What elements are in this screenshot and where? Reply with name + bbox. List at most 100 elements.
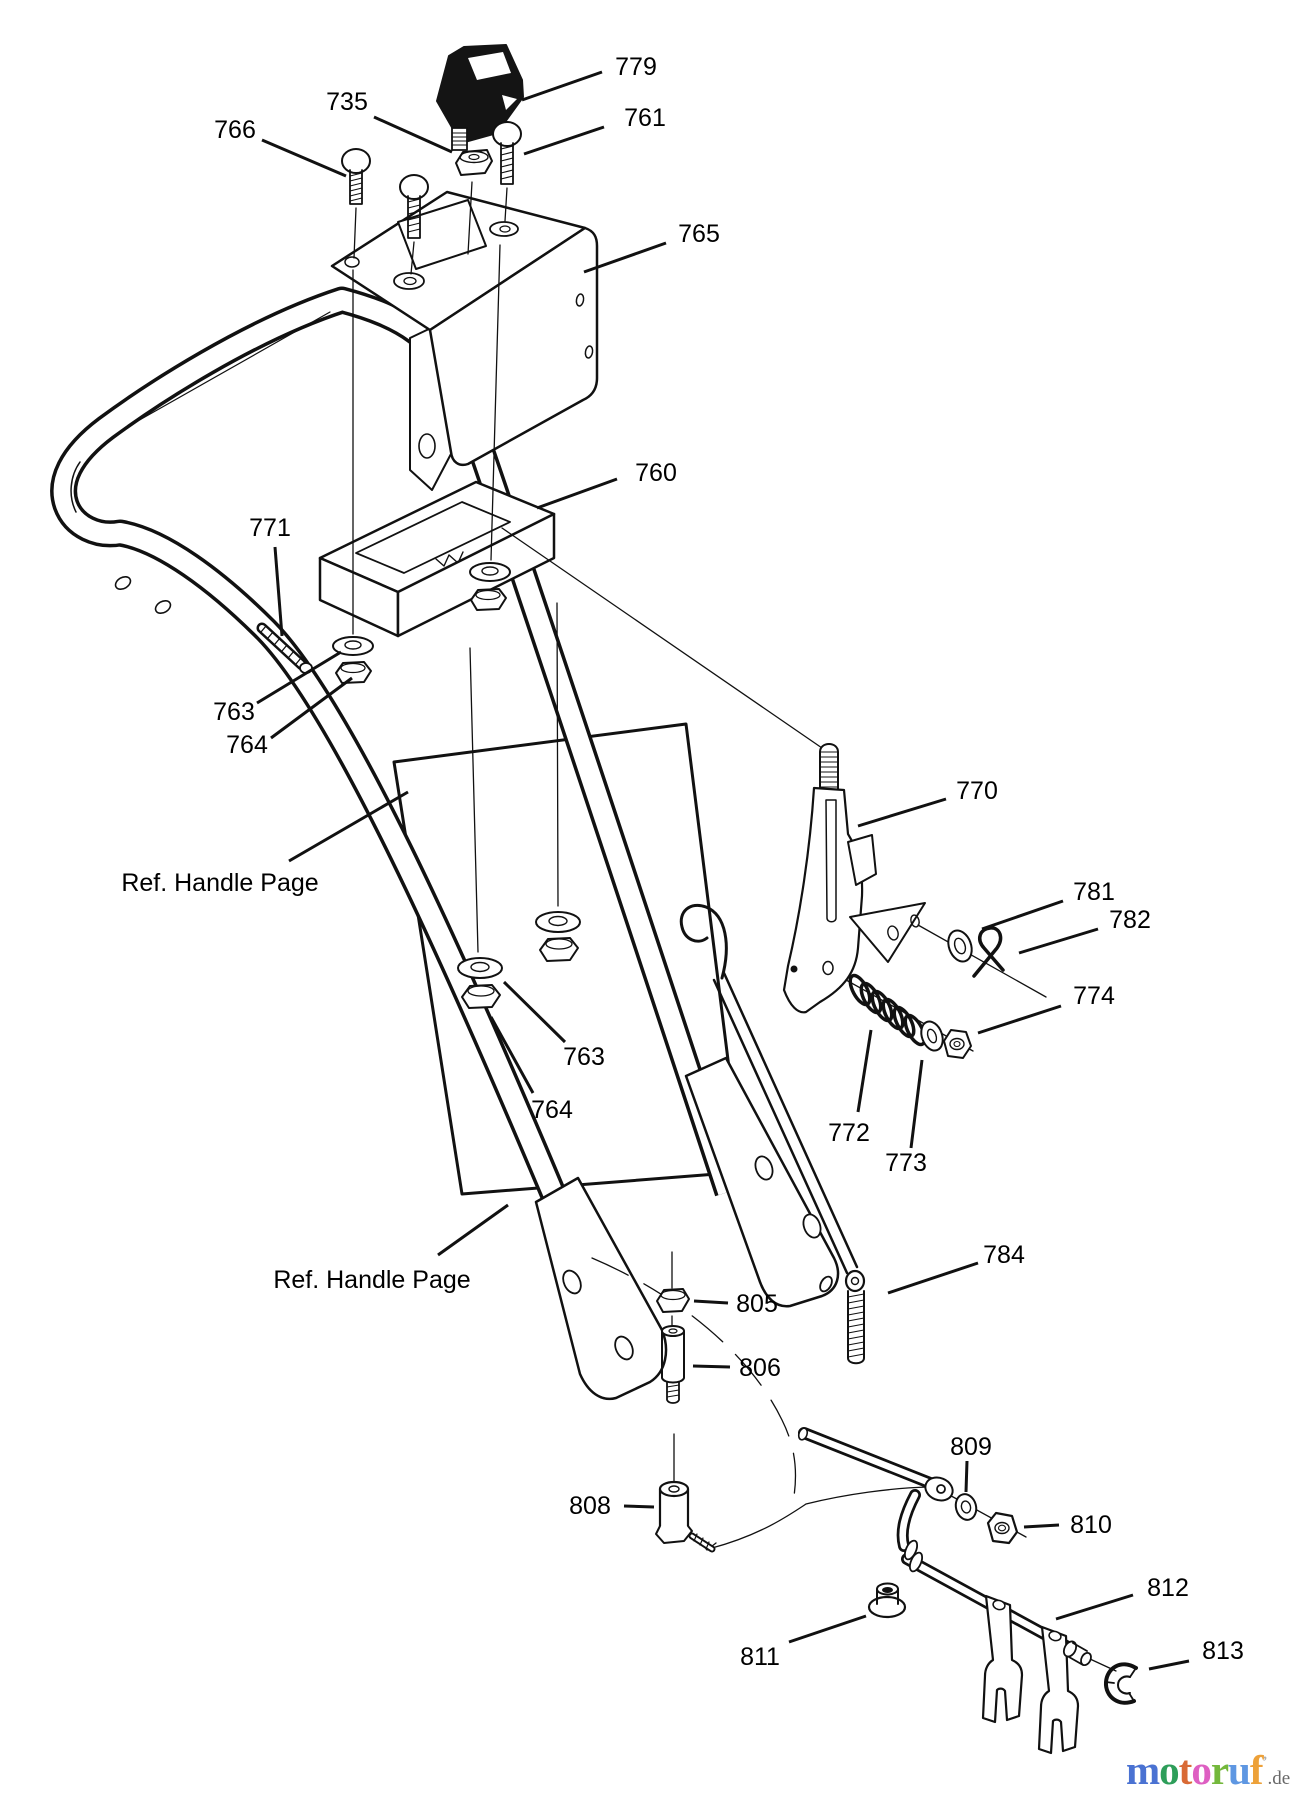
ref-note-ref1: Ref. Handle Page [121,868,319,897]
leader-812 [1055,1593,1134,1621]
washer-763-upper-right [469,562,511,582]
leader-774 [977,1004,1062,1035]
logo-letter: f [1249,1747,1264,1793]
hex-nut-735 [455,149,493,176]
handle-end-plate-near [534,1176,668,1401]
leader-771 [273,546,284,637]
leader-810 [1023,1523,1060,1529]
leader-781 [981,899,1064,931]
leader-779 [521,70,603,102]
leader-ref2 [437,1203,509,1257]
washer-773 [920,1020,944,1052]
leader-760 [536,477,618,510]
carriage-bolt-761 [489,121,522,237]
hex-nut-805 [656,1288,690,1313]
washer-763-lower-left [457,957,503,979]
logo-suffix: .de [1267,1768,1291,1789]
leader-763a [256,650,342,705]
part-label-813: 813 [1202,1636,1244,1665]
lever-bracket-770 [782,743,926,1014]
control-rod-784 [679,903,866,1365]
part-label-771: 771 [249,513,291,542]
part-label-766: 766 [214,115,256,144]
part-label-811: 811 [740,1642,780,1671]
rod-stub-end [1062,1640,1092,1667]
part-label-779: 779 [615,52,657,81]
leader-735 [373,115,453,154]
leader-763b [502,980,567,1044]
spring-772 [848,973,927,1047]
motoruf-watermark-logo: motoruf’.de [1126,1750,1290,1791]
logo-letter: u [1228,1747,1251,1793]
assembly-axis-lines [352,181,1117,1672]
nut-764-lower-left [461,984,501,1009]
part-label-770: 770 [956,776,998,805]
leader-806 [692,1364,731,1369]
flange-bushing-811 [867,1582,907,1619]
leader-765 [583,241,667,274]
cotter-pin-782 [972,926,1005,978]
nut-764-lower-right [539,937,579,962]
part-label-764a: 764 [226,730,268,759]
ref-note-ref2: Ref. Handle Page [273,1265,471,1294]
logo-letter: r [1210,1747,1229,1793]
leader-813 [1148,1659,1190,1671]
part-label-735: 735 [326,87,368,116]
part-label-763b: 763 [563,1042,605,1071]
logo-letter: m [1126,1747,1160,1793]
part-label-763a: 763 [213,697,255,726]
part-label-761: 761 [624,103,666,132]
part-label-782: 782 [1109,905,1151,934]
leader-772 [856,1029,873,1113]
spacer-806 [661,1325,685,1404]
part-label-764b: 764 [531,1095,573,1124]
leader-764b [489,1016,535,1094]
part-label-810: 810 [1070,1510,1112,1539]
handle-end-plate-far [684,1056,840,1308]
part-label-765: 765 [678,219,720,248]
carriage-bolt-766b [399,174,429,239]
part-label-772: 772 [828,1118,870,1147]
logo-letter: o [1191,1747,1211,1793]
washer-763-lower-right [535,911,581,933]
part-label-809: 809 [950,1432,992,1461]
leader-808 [623,1504,655,1509]
leader-784 [887,1261,979,1295]
leader-ref1 [288,790,409,863]
washer-763-upper-left [332,636,374,656]
fork-bracket-left [981,1594,1024,1724]
nut-764-upper-left [335,661,372,684]
part-label-781: 781 [1073,877,1115,906]
leader-766 [261,138,347,178]
part-label-774: 774 [1073,981,1115,1010]
part-label-784: 784 [983,1240,1025,1269]
part-label-812: 812 [1147,1573,1189,1602]
console-bracket-765 [330,190,599,467]
part-label-773: 773 [885,1148,927,1177]
leader-764a [270,676,353,740]
leader-805 [693,1299,729,1305]
carriage-bolt-766 [341,148,371,205]
switch-key-knob-779 [436,44,524,151]
fork-bracket-right [1037,1625,1080,1755]
hex-nut-810 [986,1511,1019,1545]
leader-809 [964,1460,969,1493]
nut-764-upper-right [470,588,507,611]
logo-letter: t [1178,1747,1193,1793]
leader-770 [857,797,947,828]
leader-782 [1018,927,1099,955]
washer-781 [947,929,973,963]
part-label-805: 805 [736,1289,778,1318]
lock-nut-774 [943,1029,972,1059]
part-label-808: 808 [569,1491,611,1520]
washer-809 [954,1493,978,1521]
leader-773 [909,1059,924,1149]
leader-761 [523,125,605,156]
leader-811 [788,1614,867,1644]
part-label-806: 806 [739,1353,781,1382]
logo-letter: o [1159,1747,1179,1793]
e-clip-813 [1104,1662,1138,1705]
